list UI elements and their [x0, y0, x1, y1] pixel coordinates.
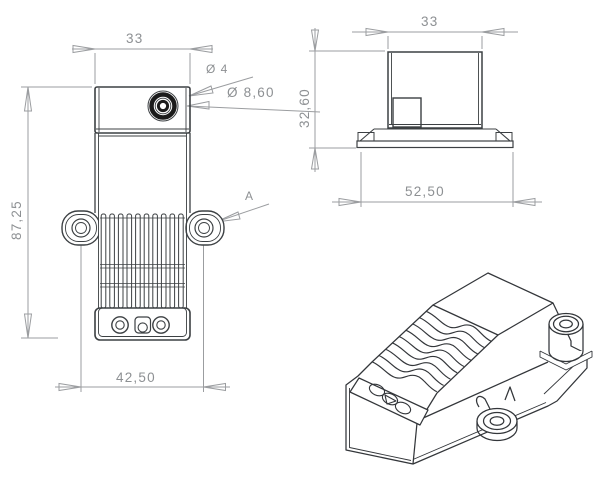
side-tab-left	[357, 132, 375, 142]
terminal-block-inner	[98, 307, 187, 337]
dim-ext-side-base	[360, 152, 514, 207]
left-lug-hole	[71, 218, 91, 238]
side-view-body	[356, 51, 514, 149]
iso-ribs	[371, 310, 492, 393]
iso-endface-inner	[349, 388, 412, 461]
head-box	[94, 86, 191, 134]
connector-mid	[154, 97, 172, 115]
iso-rib-right-boundary	[436, 334, 499, 394]
left-lug-hole-inner	[75, 222, 87, 234]
side-box	[387, 51, 483, 129]
iso-cylinder-mid	[552, 315, 580, 333]
leader-arrow-detail-a	[215, 211, 241, 223]
leader-detail-a	[215, 203, 270, 223]
right-lug-hole	[194, 218, 214, 238]
iso-lug	[475, 386, 518, 442]
body-sides-outer	[94, 133, 191, 213]
iso-longface-top-edge	[420, 361, 549, 420]
right-lug-hole-inner	[198, 222, 210, 234]
iso-lug-spike	[504, 386, 516, 402]
side-view	[309, 27, 542, 207]
iso-lug-wing-left	[475, 395, 491, 410]
dim-arrows-side-width	[365, 27, 505, 37]
side-base-width-dimension-label: 52,50	[405, 184, 445, 199]
side-width-dimension-label: 33	[421, 14, 439, 29]
terminal-left	[111, 316, 129, 334]
terminal-middle	[134, 316, 152, 334]
connector-ring	[149, 92, 177, 120]
terminal-right	[152, 316, 170, 334]
body-sides-inner	[98, 133, 187, 308]
dim-ext-side-width	[387, 36, 483, 49]
terminal-right-hole	[156, 320, 166, 330]
iso-cylinder-pad	[539, 351, 593, 371]
side-base	[356, 140, 514, 149]
front-view	[21, 44, 321, 392]
terminal-block	[94, 307, 191, 341]
iso-cylinder-sides	[548, 324, 584, 351]
iso-hole-3	[394, 401, 412, 415]
side-box-inner	[389, 53, 481, 125]
hole-diameter-label: Ø 4	[206, 62, 229, 76]
front-view-lugs	[61, 210, 225, 246]
boss-diameter-label: Ø 8,60	[227, 85, 275, 100]
side-height-dimension-label: 32,60	[297, 88, 312, 128]
side-flange-slopes	[359, 128, 511, 142]
dim-ext-side-height	[309, 50, 385, 149]
iso-lug-boss-inner	[482, 411, 512, 431]
side-view-dimensions	[309, 27, 542, 207]
front-width-dimension-label: 33	[126, 31, 144, 46]
front-mount-span-dimension-label: 42,50	[116, 370, 156, 385]
iso-lug-hole	[489, 416, 505, 426]
leader-arrow-hole	[188, 85, 214, 97]
leader-arrow-boss	[186, 100, 210, 110]
iso-bottom-inner	[412, 402, 547, 460]
iso-cylinder	[539, 312, 593, 371]
dim-arrows-front-height	[23, 86, 33, 339]
terminal-middle-hole	[137, 322, 148, 333]
isometric-view	[345, 272, 593, 465]
dim-ext-front-height	[21, 86, 92, 339]
front-view-dimensions	[21, 44, 321, 392]
iso-cylinder-hole	[559, 319, 573, 329]
dim-ext-front-width	[94, 53, 191, 84]
front-height-dimension-label: 87,25	[9, 200, 24, 240]
dim-arrows-front-width	[72, 44, 213, 54]
iso-front-corner-edge	[412, 422, 418, 465]
connector-outer	[147, 90, 179, 122]
head-box-inner	[96, 88, 189, 132]
iso-cylinder-pad-top	[539, 350, 593, 365]
left-lug-inner	[65, 214, 97, 242]
leader-hole-diameter	[188, 76, 254, 97]
terminal-left-hole	[115, 320, 125, 330]
side-tab-right	[495, 132, 513, 142]
iso-cylinder-bottom	[548, 350, 584, 363]
iso-hole-2-notch	[384, 394, 397, 405]
front-view-body	[94, 86, 191, 341]
dim-ext-front-mount	[80, 240, 204, 392]
dim-arrows-front-mount	[58, 382, 226, 392]
connector-hole	[156, 99, 170, 113]
detail-a-label: A	[245, 189, 255, 203]
iso-lug-thickness-bottom	[476, 427, 518, 442]
side-notch	[392, 97, 422, 128]
dim-arrows-side-base	[338, 197, 536, 207]
dim-arrows-side-height	[310, 29, 320, 170]
iso-terminal-holes	[368, 383, 412, 415]
